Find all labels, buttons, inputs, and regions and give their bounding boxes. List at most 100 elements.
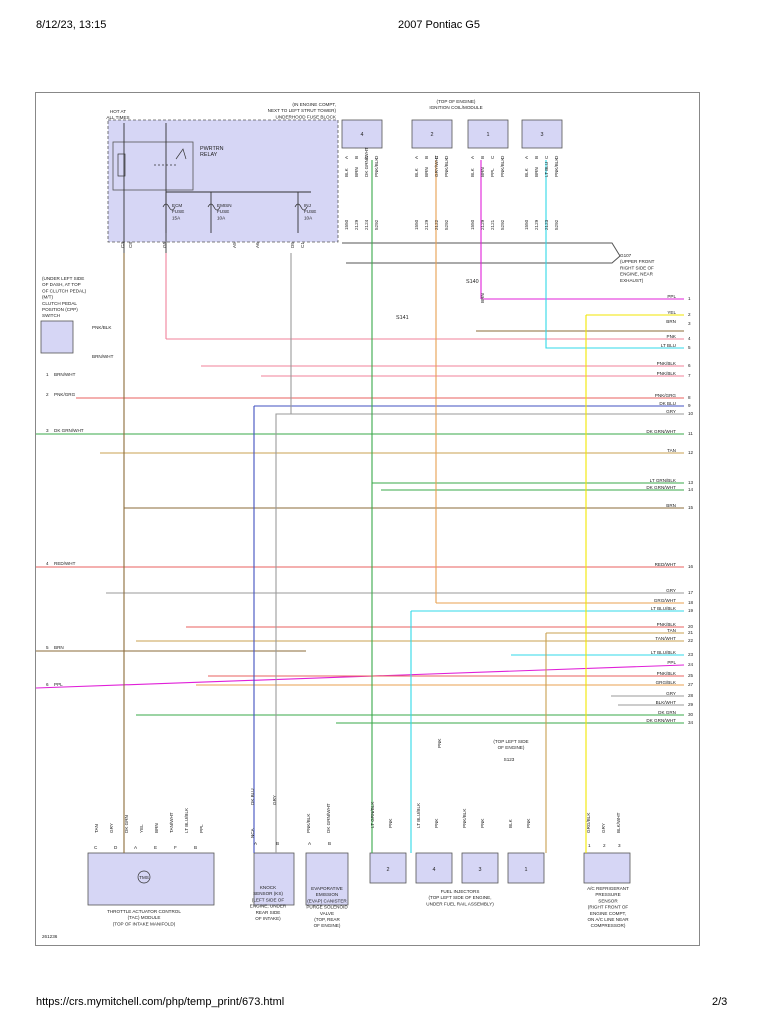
right-connector-pin: 19	[688, 608, 694, 613]
right-connector-wire-label: DK BLU	[659, 401, 676, 406]
pwrtrn-relay-label: RELAY	[200, 152, 218, 158]
cpp-switch-label: OF DASH, AT TOP	[42, 282, 81, 287]
coil-1-number: 1	[487, 132, 490, 138]
left-connector-wire-label: DK GRN/WHT	[54, 428, 84, 433]
injector-4-box	[415, 852, 453, 884]
fuse-emisn-symbol	[207, 203, 221, 211]
tac-wire-label: GRY	[109, 823, 114, 833]
coil-wire-label: BRN	[354, 167, 359, 177]
relay-contact	[175, 148, 187, 160]
injector-wire-label: LT BLU/BLK	[416, 802, 421, 828]
ground-g107-label: EXHAUST)	[620, 278, 644, 283]
right-connector-pin: 6	[688, 363, 691, 368]
right-connector-pin: 20	[688, 624, 694, 629]
coil-circuit-number: 2121	[490, 219, 495, 230]
splice-s140-label: S140	[466, 279, 479, 285]
right-connector-wire-label: TAN	[667, 448, 676, 453]
injector-wire-label: PNK	[388, 818, 393, 828]
print-url[interactable]: https://crs.mymitchell.com/php/temp_prin…	[36, 996, 285, 1008]
coil-wire-label: PPL	[490, 168, 495, 177]
tac-wire-label: LT BLU/BLK	[184, 807, 189, 833]
right-connector-wire-label: PNK/BLK	[657, 361, 677, 366]
coil-pin-letter: C	[364, 155, 369, 159]
coil-circuit-number: 5292	[374, 219, 379, 230]
tac-wire-label: TAN	[94, 824, 99, 833]
coil-circuit-number: 2124	[364, 219, 369, 230]
left-connector-wire-label: RED/WHT	[54, 561, 76, 566]
coil-wire-label: BLK	[414, 167, 419, 177]
injector-3-number: 3	[479, 867, 482, 873]
injector-wire-label: LT GRN/BLK	[370, 801, 375, 828]
ac-sensor-label: ON A/C LINE NEAR	[587, 917, 629, 922]
tac-module-label: THROTTLE ACTUATOR CONTROL	[107, 909, 181, 914]
print-title: 2007 Pontiac G5	[398, 19, 480, 31]
coil-pin-letter: D	[374, 155, 379, 159]
tac-pin: F	[174, 845, 177, 850]
fuse-emisn-label: 10A	[217, 215, 226, 220]
evap-valve-label: VALVE	[320, 911, 334, 916]
fuse-block-pin: C3	[120, 242, 125, 248]
hot-at-all-times-label: ALL TIMES	[106, 115, 129, 120]
right-connector-wire-label: DK GRN/WHT	[646, 429, 676, 434]
coil-pin-letter: A	[344, 155, 349, 159]
fuse-ecm-symbol	[162, 203, 176, 211]
evap-valve-box	[305, 852, 349, 906]
tac-wire-label: BRN	[154, 823, 159, 833]
ac-sensor-label: (RIGHT FRONT OF	[588, 905, 629, 910]
fuse-ecm-label: 15A	[172, 215, 181, 220]
right-connector-wire-label: LT BLU/BLK	[651, 650, 677, 655]
cpp-switch-label: SWITCH	[42, 313, 60, 318]
cpp-switch-label: OF CLUTCH PEDAL)	[42, 288, 87, 293]
fuse-block-box	[107, 119, 339, 243]
tac-pin: E	[154, 845, 157, 850]
coil-1-box	[467, 119, 509, 149]
ignition-coil-title: IGNITION COIL/MODULE	[429, 105, 482, 110]
injector-wire-label: PNK/BLK	[462, 808, 467, 828]
coil-pin-letter: A	[524, 155, 529, 159]
coil-3-number: 3	[541, 132, 544, 138]
right-connector-pin: 10	[688, 411, 694, 416]
right-connector-pin: 34	[688, 720, 694, 725]
injector-wire-label: PNK	[434, 818, 439, 828]
coil-wire-label: BRN	[534, 167, 539, 177]
coil-circuit-number: 2122	[434, 219, 439, 230]
coil-pin-letter: A	[414, 155, 419, 159]
relay-coil	[117, 153, 126, 177]
coil-circuit-number: 2123	[544, 219, 549, 230]
pwrtrn-relay-label: PWRTRN	[200, 146, 224, 152]
coil-3-box	[521, 119, 563, 149]
injector-2-box	[369, 852, 407, 884]
evap-valve-label: PURGE SOLENOID	[306, 905, 348, 910]
right-connector-wire-label: DK GRN/WHT	[646, 485, 676, 490]
left-connector-wire-label: BRN	[54, 645, 64, 650]
fuse-ecm-label: ECM	[172, 203, 182, 208]
right-connector-wire-label: GRY	[666, 409, 676, 414]
injector-4-number: 4	[433, 867, 436, 873]
knock-sensor-label: SENSOR (KS)	[253, 891, 283, 896]
fuse-emisn-label: FUSE	[217, 209, 229, 214]
fuel-injectors-label: UNDER FUEL RAIL ASSEMBLY)	[426, 901, 494, 906]
coil-wire-label: GRY/WHT	[434, 155, 439, 177]
evap-pin: B	[328, 841, 331, 846]
right-connector-wire-label: GRG/WHT	[654, 598, 676, 603]
left-connector-pin: 2	[46, 392, 49, 397]
coil-wire-label: BLK	[524, 167, 529, 177]
injector-splice-label: (TOP LEFT SIDE	[493, 739, 528, 744]
ac-wire-label: BLK/WHT	[616, 812, 621, 833]
knock-nca-label: NCA	[250, 827, 255, 838]
ground-bus-b	[346, 255, 621, 264]
coil-circuit-number: 1550	[524, 219, 529, 230]
knock-sensor-label: (LEFT SIDE OF	[252, 897, 285, 902]
coil-wire-label: LT BLU	[544, 162, 549, 177]
figure-id: 261236	[42, 934, 58, 939]
coil-pin-letter: B	[480, 156, 485, 159]
right-connector-pin: 28	[688, 693, 694, 698]
injector-wire-label: PNK	[480, 818, 485, 828]
coil-2-number: 2	[431, 132, 434, 138]
tac-motor-label: TMS	[139, 875, 149, 880]
evap-wire-label: PNK/BLK	[306, 813, 311, 833]
fuse-inj-label: FUSE	[304, 209, 316, 214]
ground-g107-label: RIGHT SIDE OF	[620, 265, 654, 270]
cpp-switch-label: CLUTCH PEDAL	[42, 301, 77, 306]
